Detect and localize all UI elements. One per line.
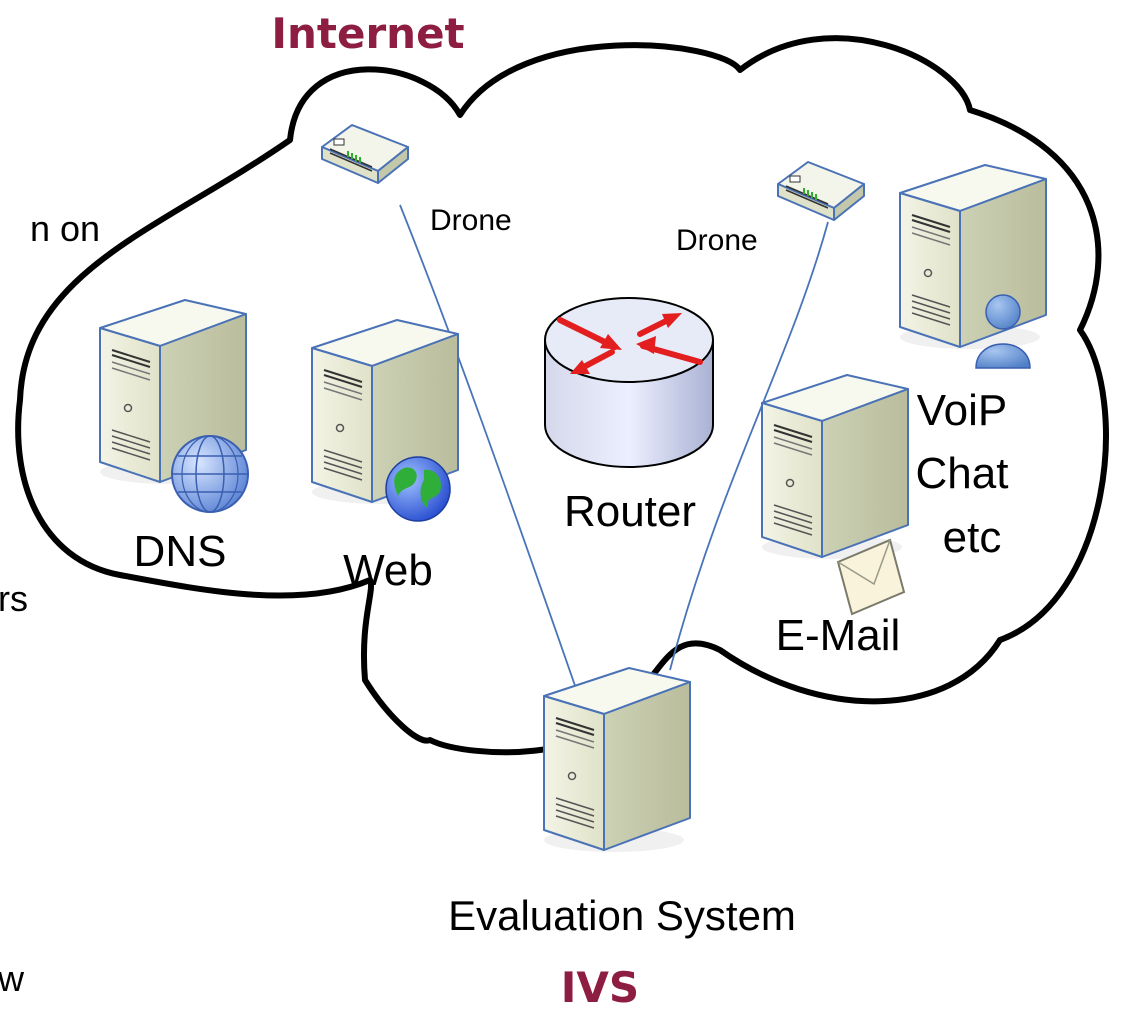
dns-globe-icon [171,435,249,513]
evaluation-server-icon [543,667,691,853]
voip-label-line3: etc [943,513,1002,562]
drone-left-label: Drone [430,204,512,237]
router-label: Router [564,487,696,536]
email-server-icon [761,374,909,560]
left-fragment-3: w [0,958,25,999]
voip-server-icon [899,164,1047,350]
web-label: Web [343,546,433,595]
router-icon [544,297,714,468]
ivs-title: IVS [561,963,639,1011]
envelope-icon [836,538,906,616]
earth-icon [385,456,451,522]
left-fragment-2: rs [0,578,28,619]
dns-label: DNS [134,527,227,576]
evaluation-label: Evaluation System [448,892,796,939]
link-left-drone [399,204,581,701]
voip-label-line2: Chat [916,449,1009,498]
left-fragment-1: n on [30,208,100,249]
user-icon [975,294,1031,369]
voip-label-line1: VoiP [917,386,1008,435]
internet-title: Internet [271,9,464,58]
link-right-drone [669,221,829,671]
drone-right-label: Drone [676,224,758,257]
email-label: E-Mail [776,611,901,660]
